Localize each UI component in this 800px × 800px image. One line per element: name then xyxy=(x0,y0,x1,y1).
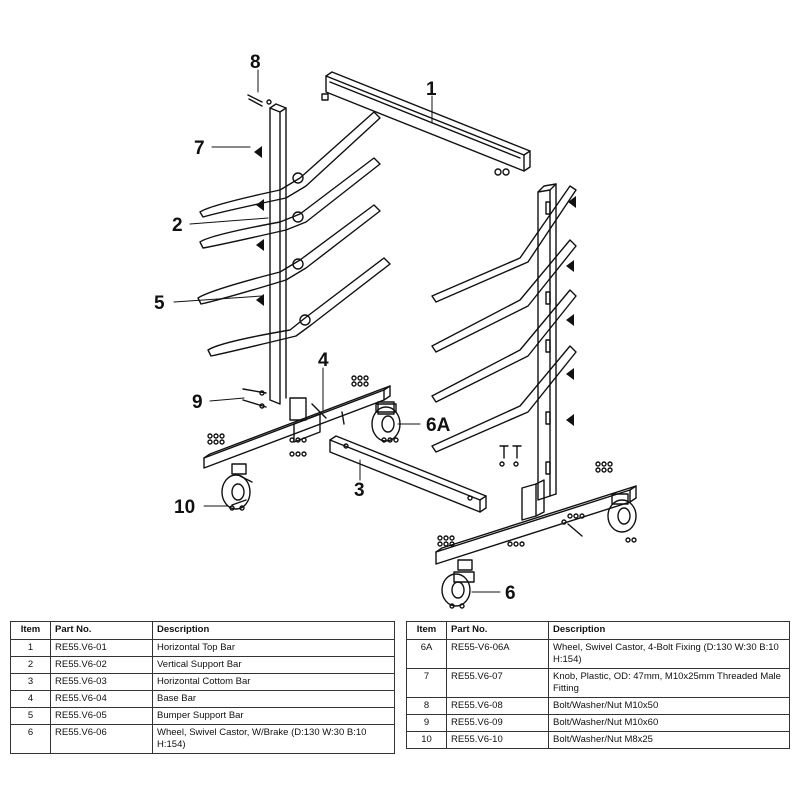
cell-description: Wheel, Swivel Castor, 4-Bolt Fixing (D:1… xyxy=(548,639,790,669)
cell-part-no: RE55.V6-05 xyxy=(50,707,153,725)
callout-7: 7 xyxy=(194,138,205,159)
header-description: Description xyxy=(548,621,790,640)
cell-item: 5 xyxy=(10,707,51,725)
left-base-bar xyxy=(203,385,395,475)
cell-description: Base Bar xyxy=(152,690,395,708)
header-description: Description xyxy=(152,621,395,640)
nut-clusters xyxy=(207,375,637,547)
cell-description: Bolt/Washer/Nut M10x60 xyxy=(548,714,790,732)
parts-table-right: Item Part No. Description 6A RE55-V6-06A… xyxy=(406,621,790,749)
cell-description: Bumper Support Bar xyxy=(152,707,395,725)
cell-part-no: RE55.V6-02 xyxy=(50,656,153,674)
cell-description: Horizontal Cottom Bar xyxy=(152,673,395,691)
left-bumper-arm-3 xyxy=(197,204,381,305)
right-vertical-support-bar xyxy=(521,183,557,521)
cell-item: 10 xyxy=(406,731,447,749)
header-item: Item xyxy=(406,621,447,640)
table-row: 4 RE55.V6-04 Base Bar xyxy=(10,690,395,708)
cell-description: Vertical Support Bar xyxy=(152,656,395,674)
left-bumper-arm-2 xyxy=(199,157,381,249)
cell-part-no: RE55.V6-04 xyxy=(50,690,153,708)
callout-3: 3 xyxy=(354,480,365,501)
cell-part-no: RE55.V6-07 xyxy=(446,668,549,698)
cell-part-no: RE55-V6-06A xyxy=(446,639,549,669)
cell-description: Bolt/Washer/Nut M8x25 xyxy=(548,731,790,749)
table-row: 8 RE55.V6-08 Bolt/Washer/Nut M10x50 xyxy=(406,697,790,715)
left-bumper-arm-4 xyxy=(207,257,391,357)
parts-table-left: Item Part No. Description 1 RE55.V6-01 H… xyxy=(10,621,395,754)
left-vertical-support-bar xyxy=(269,103,287,405)
left-castor-4-bolt xyxy=(371,403,401,442)
header-part-no: Part No. xyxy=(50,621,153,640)
right-knobs xyxy=(566,196,576,426)
left-bolts-m10x60 xyxy=(242,388,345,425)
callout-8: 8 xyxy=(250,52,261,73)
table-row: 5 RE55.V6-05 Bumper Support Bar xyxy=(10,707,395,725)
table-row: 7 RE55.V6-07 Knob, Plastic, OD: 47mm, M1… xyxy=(406,668,790,698)
table-row: 2 RE55.V6-02 Vertical Support Bar xyxy=(10,656,395,674)
cell-item: 4 xyxy=(10,690,51,708)
cell-part-no: RE55.V6-06 xyxy=(50,724,153,754)
table-header-row: Item Part No. Description xyxy=(406,621,790,640)
cell-item: 3 xyxy=(10,673,51,691)
cell-item: 8 xyxy=(406,697,447,715)
cell-description: Wheel, Swivel Castor, W/Brake (D:130 W:3… xyxy=(152,724,395,754)
table-row: 6 RE55.V6-06 Wheel, Swivel Castor, W/Bra… xyxy=(10,724,395,754)
cell-part-no: RE55.V6-10 xyxy=(446,731,549,749)
callout-9: 9 xyxy=(192,392,203,413)
cell-part-no: RE55.V6-09 xyxy=(446,714,549,732)
bolt-m10x50 xyxy=(247,94,272,107)
header-item: Item xyxy=(10,621,51,640)
cell-item: 2 xyxy=(10,656,51,674)
callout-6: 6 xyxy=(505,583,516,604)
table-row: 1 RE55.V6-01 Horizontal Top Bar xyxy=(10,639,395,657)
cell-description: Bolt/Washer/Nut M10x50 xyxy=(548,697,790,715)
cell-item: 7 xyxy=(406,668,447,698)
right-bumper-arm-3 xyxy=(431,289,577,403)
cell-description: Knob, Plastic, OD: 47mm, M10x25mm Thread… xyxy=(548,668,790,698)
right-castor-4-bolt xyxy=(607,499,637,533)
callout-2: 2 xyxy=(172,215,183,236)
right-bumper-arm-1 xyxy=(431,185,577,303)
cell-item: 6 xyxy=(10,724,51,754)
exploded-assembly-diagram: 1 8 7 2 5 4 9 6A 3 10 6 xyxy=(154,52,637,609)
cell-part-no: RE55.V6-03 xyxy=(50,673,153,691)
table-row: 3 RE55.V6-03 Horizontal Cottom Bar xyxy=(10,673,395,691)
left-castor-brake xyxy=(221,474,253,511)
callout-leaders xyxy=(173,69,501,593)
right-bumper-arm-4 xyxy=(431,345,577,453)
header-part-no: Part No. xyxy=(446,621,549,640)
right-bumper-arm-2 xyxy=(431,239,577,353)
cell-description: Horizontal Top Bar xyxy=(152,639,395,657)
left-knobs xyxy=(254,146,264,306)
left-bumper-arm-1 xyxy=(199,111,381,218)
cell-part-no: RE55.V6-08 xyxy=(446,697,549,715)
right-castor-brake xyxy=(441,571,475,609)
table-row: 6A RE55-V6-06A Wheel, Swivel Castor, 4-B… xyxy=(406,639,790,669)
horizontal-bottom-bar xyxy=(329,435,487,513)
table-row: 9 RE55.V6-09 Bolt/Washer/Nut M10x60 xyxy=(406,714,790,732)
table-row: 10 RE55.V6-10 Bolt/Washer/Nut M8x25 xyxy=(406,731,790,749)
cell-item: 9 xyxy=(406,714,447,732)
callout-4: 4 xyxy=(318,350,329,371)
callout-10: 10 xyxy=(174,497,195,518)
cell-item: 1 xyxy=(10,639,51,657)
right-bolts xyxy=(499,445,583,537)
cell-part-no: RE55.V6-01 xyxy=(50,639,153,657)
callout-6a: 6A xyxy=(426,415,451,436)
horizontal-top-bar xyxy=(321,71,531,176)
callout-1: 1 xyxy=(426,79,437,100)
cell-item: 6A xyxy=(406,639,447,669)
callout-5: 5 xyxy=(154,293,165,314)
table-header-row: Item Part No. Description xyxy=(10,621,395,640)
